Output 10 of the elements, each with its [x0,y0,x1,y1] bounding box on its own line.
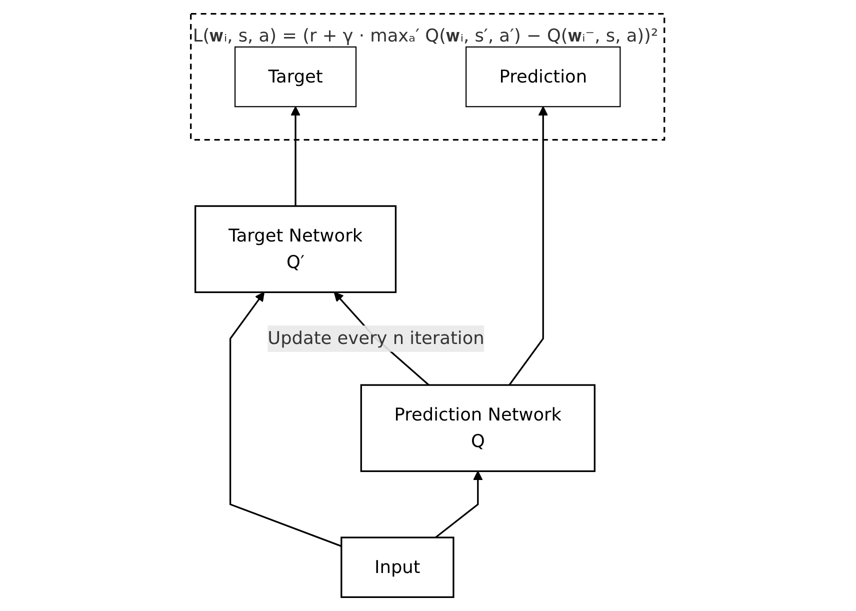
arrow [230,292,342,547]
arrow [435,470,484,538]
node-box: Prediction [466,46,622,108]
node-box: Prediction Network Q [360,384,596,472]
node-box: Target Network Q′ [194,205,397,294]
arrow [509,106,548,386]
node-box: Target [234,46,357,108]
node-box: Input [340,536,455,598]
arrow [291,106,301,206]
edge-label: Update every n iteration [268,328,485,349]
